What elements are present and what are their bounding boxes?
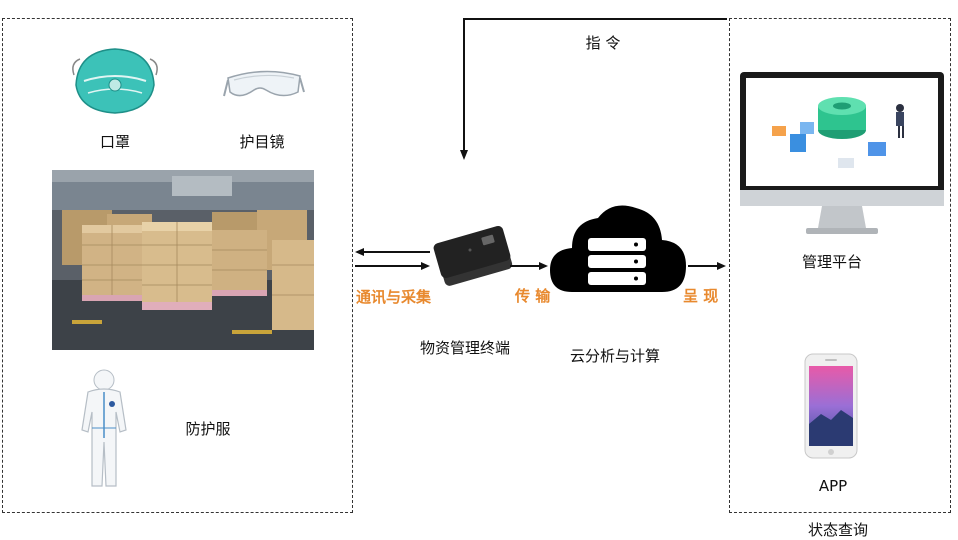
transmit-arrow (510, 262, 548, 270)
supplies-box (2, 18, 353, 513)
platform-label: 管理平台 (801, 253, 862, 271)
protective-suit-icon (81, 369, 127, 487)
app-label: APP (818, 477, 848, 495)
bidirectional-arrows (355, 248, 430, 270)
cloud-label: 云分析与计算 (569, 347, 660, 365)
present-arrow (688, 262, 726, 270)
mask-icon (72, 48, 158, 114)
suit-label: 防护服 (185, 420, 231, 438)
transmit-label: 传 输 (515, 287, 551, 305)
monitor-icon (740, 72, 944, 234)
collect-label: 通讯与采集 (356, 288, 432, 306)
status-query-label: 状态查询 (807, 521, 868, 539)
mask-label: 口罩 (99, 133, 130, 151)
terminal-label: 物资管理终端 (419, 339, 510, 357)
cloud-server-icon (550, 205, 686, 292)
goggles-label: 护目镜 (239, 133, 285, 151)
phone-icon (804, 353, 858, 459)
status-query-box (729, 18, 951, 513)
warehouse-photo (52, 170, 314, 350)
terminal-device-icon (433, 225, 513, 286)
command-arrow (460, 18, 727, 160)
present-label: 呈 现 (683, 287, 719, 305)
goggles-icon (223, 70, 305, 97)
command-label: 指 令 (585, 34, 621, 52)
